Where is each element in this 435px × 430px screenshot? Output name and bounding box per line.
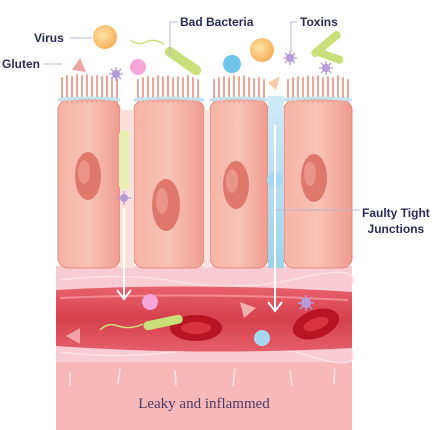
bacteria-particle — [99, 314, 183, 331]
toxin-particle — [298, 295, 314, 311]
gluten-particle — [240, 302, 256, 318]
apical-surface — [57, 96, 353, 102]
virus-particle — [130, 59, 146, 75]
gluten-label: Gluten — [2, 57, 40, 71]
bad-bacteria-label: Bad Bacteria — [180, 15, 254, 29]
virus-label: Virus — [34, 31, 64, 45]
gluten-particle — [72, 58, 86, 72]
epithelial-cell — [209, 99, 269, 269]
lamina-bottom — [56, 362, 352, 430]
red-blood-cell — [292, 308, 340, 340]
gluten-particle — [268, 76, 280, 90]
leader-lines — [44, 21, 360, 211]
diagram-caption: Leaky and inflammed — [138, 396, 270, 412]
microvilli — [61, 74, 349, 103]
epithelial-cell — [57, 99, 121, 269]
toxin-particle — [319, 61, 333, 75]
red-blood-cell — [170, 315, 222, 341]
bacteria-particle — [311, 31, 344, 64]
virus-particle — [254, 330, 270, 346]
faulty-tight-junctions-label: Faulty Tight Junctions — [362, 205, 430, 237]
faulty-tight-junctions-line1: Faulty Tight — [362, 206, 430, 220]
faulty-junction-gap — [119, 130, 129, 190]
toxins-label: Toxins — [300, 15, 338, 29]
virus-particle — [223, 55, 241, 73]
virus-particle — [250, 38, 274, 62]
virus-particle — [93, 25, 117, 49]
connective-fibers — [59, 271, 354, 387]
virus-particle — [142, 294, 158, 310]
leak-arrow — [267, 125, 283, 313]
faulty-tight-junctions-line2: Junctions — [367, 222, 425, 236]
leak-arrow — [116, 208, 132, 301]
gluten-particle — [66, 328, 80, 344]
toxin-particle — [109, 67, 123, 81]
toxin-particle — [117, 191, 131, 205]
epithelial-cell — [133, 99, 205, 269]
junction-gap — [204, 110, 210, 268]
epithelial-cell — [283, 99, 353, 269]
toxin-particle — [283, 51, 297, 65]
bacteria-particle — [129, 39, 202, 76]
